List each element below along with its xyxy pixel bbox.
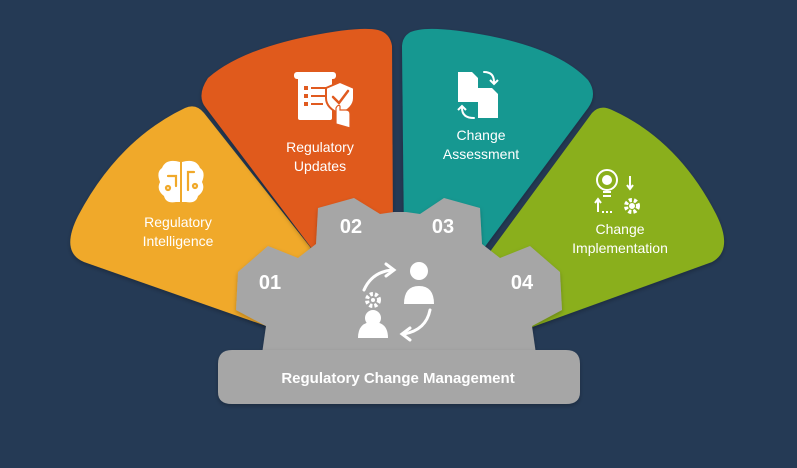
center-gear (236, 198, 562, 354)
step-label-1a: Regulatory (144, 214, 212, 230)
idea-gear-icon (594, 169, 640, 214)
step-label-2a: Regulatory (286, 139, 354, 155)
step-label-2b: Updates (294, 158, 346, 174)
step-number-03: 03 (432, 216, 454, 238)
step-label-1b: Intelligence (143, 233, 214, 249)
center-base (218, 350, 580, 404)
brain-icon (158, 160, 204, 203)
document-swap-icon (457, 71, 499, 119)
center-title: Regulatory Change Management (281, 370, 514, 387)
step-number-01: 01 (259, 272, 281, 294)
step-number-04: 04 (511, 272, 534, 294)
step-number-02: 02 (340, 216, 362, 238)
step-label-4a: Change (595, 221, 644, 237)
people-change-cycle-icon (358, 262, 434, 342)
policy-document-icon (294, 72, 355, 129)
step-label-4b: Implementation (572, 240, 668, 256)
step-label-3a: Change (456, 127, 505, 143)
step-label-3b: Assessment (443, 146, 519, 162)
